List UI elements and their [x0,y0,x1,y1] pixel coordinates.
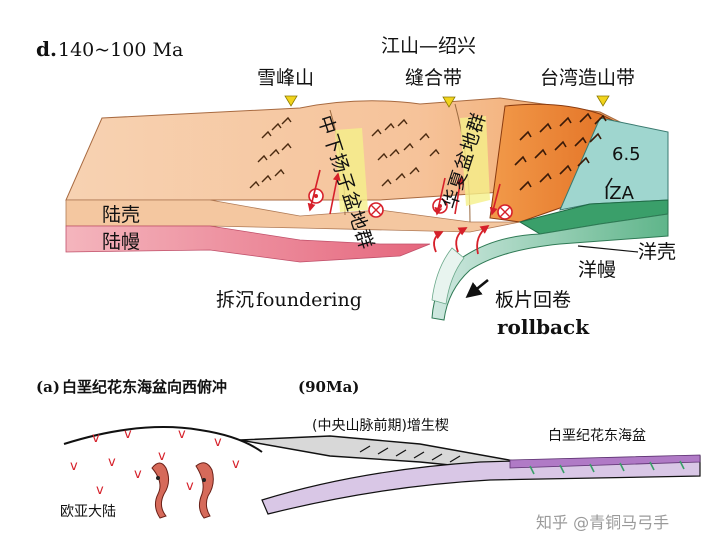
label-oceanic-mantle: 洋幔 [578,259,616,281]
rollback-arrow [465,278,489,298]
label-oceanic-crust: 洋壳 [638,241,676,263]
label-huadong-basin: 白垩纪花东海盆 [548,428,646,444]
zhongxia-basin-zone [335,128,368,212]
huadong-basin-plate [261,455,701,515]
label-iza: IZA [604,183,635,204]
slab-tip [431,247,465,305]
wedge-thrust-ticks [359,445,461,463]
basin-plate-top [509,454,701,469]
svg-text:v: v [186,479,194,494]
svg-text:v: v [92,431,100,446]
panel-a-title: 白垩纪花东海盆向西俯冲 [62,378,227,396]
panel-a-letter: (a) [36,378,60,396]
svg-text:v: v [214,435,222,450]
label-eurasia: 欧亚大陆 [60,504,116,520]
basin-plate-marks [529,460,685,475]
strike-slip-symbols [307,169,513,220]
label-accretionary-wedge: (中央山脉前期)增生楔 [312,417,449,434]
marker-xuefeng [284,95,298,107]
svg-text:v: v [124,427,132,442]
huaxia-basin-zone [460,116,490,206]
svg-text:v: v [108,455,116,470]
svg-text:v: v [134,467,142,482]
panel-d-letter: d. [36,37,57,61]
panel-d-age: 140~100 Ma [58,39,183,61]
label-continental-crust: 陆壳 [102,204,140,226]
label-foundering-cn: 拆沉 [216,289,254,311]
leader-ocean-crust [577,245,639,253]
label-jiangshao-line1: 江山—绍兴 [381,35,476,57]
fault-ticks-xuefeng [249,116,440,189]
rate-arrow [605,177,613,189]
svg-text:v: v [70,459,78,474]
label-rollback-en: rollback [497,315,590,339]
svg-text:v: v [178,427,186,442]
label-rollback-cn: 板片回卷 [495,289,571,311]
magma-plumes [151,462,214,519]
fault-ticks-taiwan [514,112,607,191]
label-rate: 6.5 [612,144,641,165]
continental-mantle-layer [65,225,431,263]
marker-taiwan [596,95,610,107]
svg-text:v: v [158,449,166,464]
mantle-flow-arrows [433,224,490,255]
label-foundering-en: foundering [256,289,362,311]
label-xuefeng: 雪峰山 [257,67,314,89]
continent-surface [63,426,263,453]
location-markers [284,95,610,108]
label-jiangshao-line2: 缝合带 [405,67,462,89]
label-continental-mantle: 陆幔 [102,231,140,253]
marker-jiangshao [442,96,456,108]
panel-d: d. 140~100 Ma [36,35,676,339]
panel-a-age: (90Ma) [298,378,359,396]
svg-text:v: v [96,483,104,498]
svg-text:v: v [232,457,240,472]
label-taiwan-orogen: 台湾造山带 [540,67,635,89]
watermark: 知乎 @青铜马弓手 [536,513,669,532]
